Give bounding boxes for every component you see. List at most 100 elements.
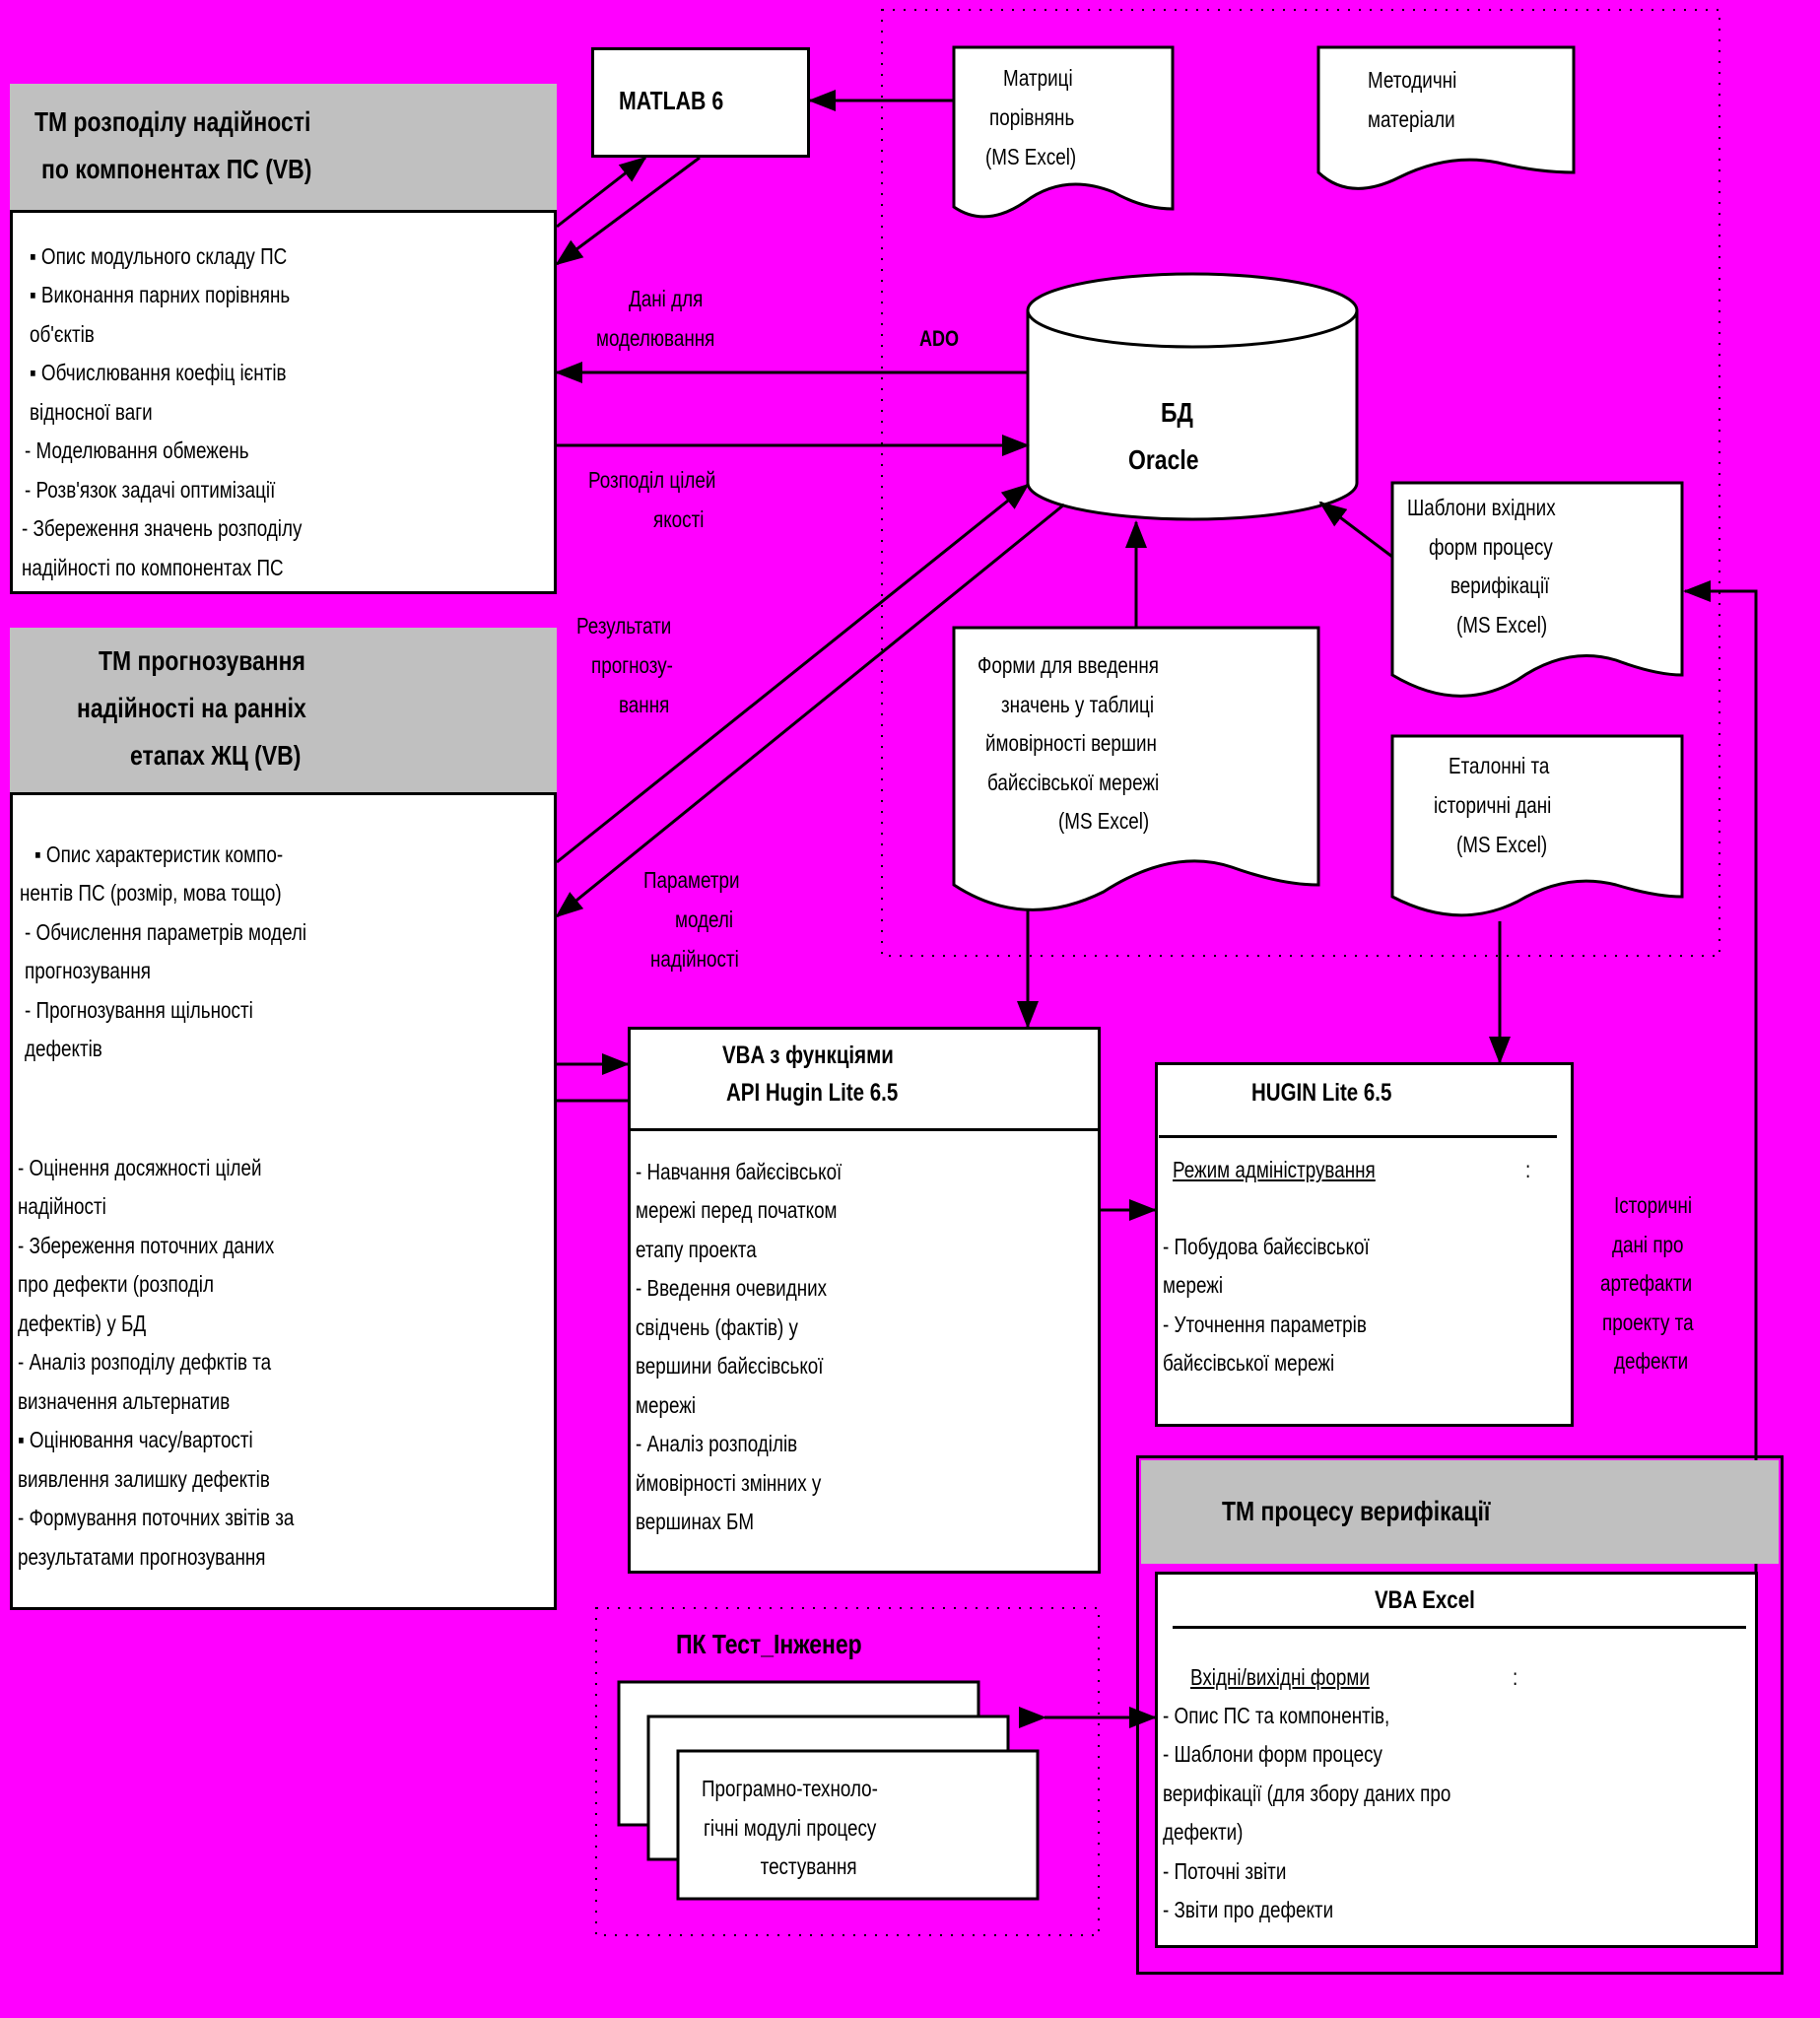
vba-excel-divider bbox=[1173, 1626, 1746, 1629]
vba-hugin-divider bbox=[628, 1128, 1101, 1131]
list-item: байєсівської мережі bbox=[1163, 1350, 1335, 1376]
prediction-results-label: вання bbox=[619, 692, 670, 717]
templates-line: форм процесу bbox=[1429, 534, 1553, 560]
prediction-results-label: Результати bbox=[576, 613, 672, 639]
model-params-label: моделі bbox=[675, 907, 734, 932]
forms-line: (MS Excel) bbox=[1058, 808, 1150, 834]
list-item: вершини байєсівської bbox=[636, 1353, 824, 1379]
quality-goals-label: якості bbox=[653, 506, 705, 532]
reference-line: історичні дані bbox=[1434, 792, 1552, 818]
db-label-2: Oracle bbox=[1128, 444, 1199, 475]
matlab-box bbox=[591, 47, 810, 158]
list-item: - Оцінення досяжності цілей bbox=[18, 1155, 262, 1180]
reliability-dist-title-2: по компонентах ПС (VB) bbox=[41, 154, 312, 184]
hugin-title: HUGIN Lite 6.5 bbox=[1251, 1079, 1392, 1107]
verification-header bbox=[1141, 1460, 1779, 1564]
forms-line: байєсівської мережі bbox=[987, 770, 1160, 795]
list-item: - Моделювання обмежень bbox=[25, 437, 249, 463]
reference-document bbox=[1390, 734, 1684, 917]
forms-title: Вхідні/вихідні форми bbox=[1190, 1664, 1370, 1690]
list-item: дефекти) bbox=[1163, 1819, 1244, 1845]
list-item: - Поточні звіти bbox=[1163, 1858, 1287, 1884]
model-params-label: Параметри bbox=[643, 867, 740, 893]
matlab-label: MATLAB 6 bbox=[619, 86, 724, 115]
reliability-pred-title-2: надійності на ранніх bbox=[77, 693, 306, 723]
historical-label: дефекти bbox=[1614, 1348, 1689, 1374]
list-item: - Опис ПС та компонентів, bbox=[1163, 1703, 1390, 1728]
list-item: мережі перед початком bbox=[636, 1197, 838, 1223]
list-item: надійності по компонентах ПС bbox=[22, 555, 284, 580]
historical-label: проекту та bbox=[1602, 1310, 1694, 1335]
list-item: вершинах БМ bbox=[636, 1509, 755, 1534]
reliability-pred-title-3: етапах ЖЦ (VB) bbox=[130, 740, 302, 771]
model-params-label: надійності bbox=[650, 946, 739, 972]
pk-doc-line: тестування bbox=[704, 1853, 857, 1879]
reliability-pred-title-1: ТМ прогнозування bbox=[99, 645, 305, 676]
reliability-dist-header bbox=[10, 84, 557, 210]
vba-hugin-title-2: API Hugin Lite 6.5 bbox=[726, 1079, 899, 1107]
methodical-line: Методичні bbox=[1368, 67, 1457, 93]
pk-doc-line: гічні модулі процесу bbox=[704, 1815, 877, 1841]
matrices-document bbox=[952, 45, 1175, 219]
historical-label: артефакти bbox=[1600, 1270, 1693, 1296]
list-item: - Формування поточних звітів за bbox=[18, 1505, 295, 1530]
data-modeling-label: Дані для bbox=[629, 286, 704, 311]
reliability-dist-body bbox=[10, 210, 557, 594]
list-item: - Збереження поточних даних bbox=[18, 1233, 275, 1258]
list-item: свідчень (фактів) у bbox=[636, 1314, 798, 1340]
list-item: - Розв'язок задачі оптимізації bbox=[25, 477, 276, 503]
list-item: дефектів) у БД bbox=[18, 1311, 147, 1336]
verification-title: ТМ процесу верифікації bbox=[1222, 1496, 1491, 1526]
pk-title: ПК Тест_Інженер bbox=[676, 1629, 862, 1659]
list-item: результатами прогнозування bbox=[18, 1544, 266, 1570]
list-item: прогнозування bbox=[25, 958, 151, 983]
vba-hugin-title-1: VBA з функціями bbox=[722, 1042, 894, 1069]
data-modeling-label: моделювання bbox=[596, 325, 715, 351]
templates-document bbox=[1390, 481, 1684, 698]
prediction-results-label: прогнозу- bbox=[591, 652, 673, 678]
templates-line: (MS Excel) bbox=[1456, 612, 1548, 638]
reliability-pred-body bbox=[10, 792, 557, 1610]
list-item: - Обчислення параметрів моделі bbox=[25, 919, 307, 945]
hugin-colon: : bbox=[1525, 1157, 1531, 1182]
list-item: ймовірності змінних у bbox=[636, 1470, 822, 1496]
list-item: ▪ Опис модульного складу ПС bbox=[30, 243, 288, 269]
list-item: об'єктів bbox=[30, 321, 95, 347]
pk-document bbox=[676, 1749, 1040, 1901]
historical-label: дані про bbox=[1612, 1232, 1684, 1257]
forms-document bbox=[952, 626, 1320, 911]
templates-line: Шаблони вхідних bbox=[1407, 495, 1556, 520]
list-item: мережі bbox=[636, 1392, 697, 1418]
ado-label: ADO bbox=[919, 326, 960, 351]
vba-excel-box bbox=[1155, 1572, 1758, 1948]
list-item: виявлення залишку дефектів bbox=[18, 1466, 270, 1492]
list-item: ▪ Виконання парних порівнянь bbox=[30, 282, 291, 307]
list-item: - Аналіз розподілів bbox=[636, 1431, 798, 1456]
list-item: мережі bbox=[1163, 1272, 1224, 1298]
reliability-dist-title-1: ТМ розподілу надійності bbox=[34, 106, 311, 137]
list-item: - Побудова байєсівської bbox=[1163, 1234, 1370, 1259]
repository-region bbox=[881, 9, 1720, 957]
list-item: ▪ Обчислювання коефіц ієнтів bbox=[30, 360, 287, 385]
list-item: - Збереження значень розподілу bbox=[22, 515, 303, 541]
pk-region bbox=[595, 1607, 1100, 1936]
hugin-divider bbox=[1159, 1135, 1557, 1138]
list-item: - Прогнозування щільності bbox=[25, 997, 253, 1023]
list-item: етапу проекта bbox=[636, 1237, 757, 1262]
list-item: нентів ПС (розмір, мова тощо) bbox=[20, 880, 282, 906]
list-item: надійності bbox=[18, 1193, 106, 1219]
hugin-box bbox=[1155, 1062, 1574, 1427]
forms-line: ймовірності вершин bbox=[985, 730, 1157, 756]
quality-goals-label: Розподіл цілей bbox=[588, 467, 716, 493]
forms-line: Форми для введення bbox=[977, 652, 1159, 678]
reliability-pred-header bbox=[10, 628, 557, 792]
pk-doc-line: Програмно-техноло- bbox=[702, 1776, 878, 1801]
forms-colon: : bbox=[1513, 1664, 1518, 1690]
list-item: - Уточнення параметрів bbox=[1163, 1312, 1367, 1337]
reference-line: Еталонні та bbox=[1449, 753, 1550, 778]
vba-hugin-box bbox=[628, 1027, 1101, 1574]
forms-line: значень у таблиці bbox=[1001, 692, 1155, 717]
list-item: - Шаблони форм процесу bbox=[1163, 1741, 1382, 1767]
vba-excel-title: VBA Excel bbox=[1375, 1586, 1475, 1614]
